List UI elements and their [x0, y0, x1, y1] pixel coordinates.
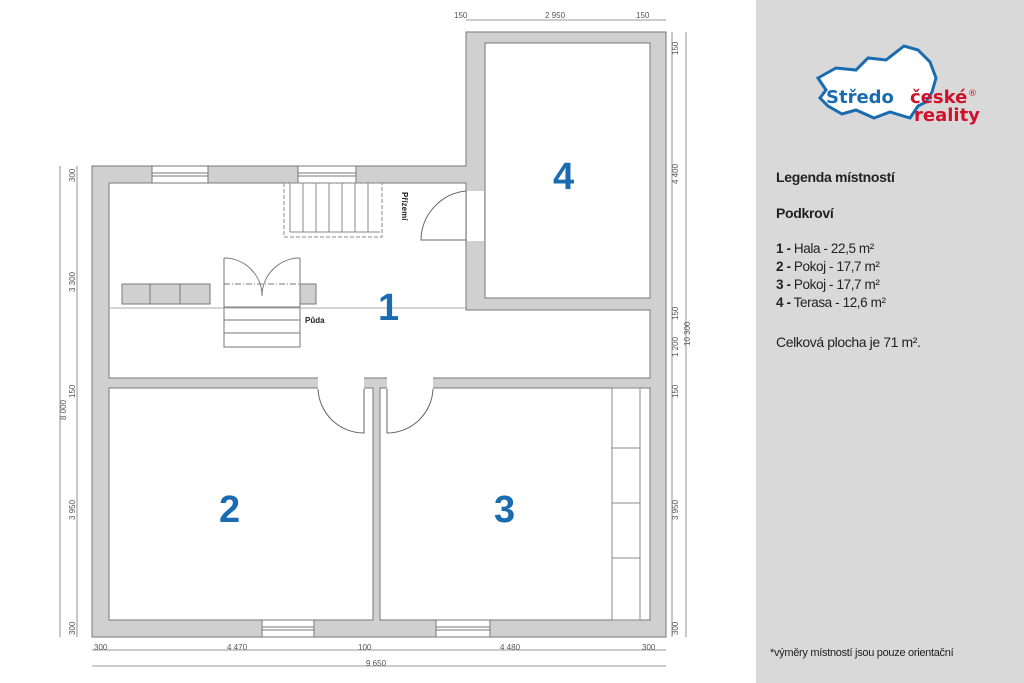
- dim-left-2: 150: [68, 384, 77, 398]
- floor-plan: Přízemí Půda 1 2 3 4 150 2 950 150 300 3…: [59, 11, 692, 668]
- logo-text-ceske: české: [910, 87, 967, 108]
- room-2: [108, 387, 374, 621]
- room-num: 1 -: [776, 241, 791, 256]
- room-text: Terasa - 12,6 m²: [793, 295, 886, 310]
- room-1-hall: [108, 182, 651, 379]
- windows: [151, 165, 491, 638]
- dim-bottom-4: 300: [642, 643, 656, 652]
- room-text: Pokoj - 17,7 m²: [793, 259, 880, 274]
- dim-right-4: 150: [671, 384, 680, 398]
- dim-top-1: 2 950: [545, 11, 566, 20]
- dim-bottom-2: 100: [358, 643, 372, 652]
- dim-left-4: 300: [68, 621, 77, 635]
- room-3: [379, 387, 651, 621]
- dim-right-6: 300: [671, 621, 680, 635]
- legend-room-2: 2 - Pokoj - 17,7 m²: [776, 259, 880, 274]
- room-num: 3 -: [776, 277, 791, 292]
- logo-registered: ®: [968, 89, 977, 99]
- room-text: Pokoj - 17,7 m²: [793, 277, 880, 292]
- legend-panel: Středo české ® reality Legenda místností…: [756, 0, 1024, 683]
- footnote: *výměry místností jsou pouze orientační: [770, 647, 954, 659]
- dim-right-5: 3 950: [671, 499, 680, 520]
- legend-title: Legenda místností: [776, 169, 895, 185]
- logo-text-stredo: Středo: [826, 87, 894, 108]
- doors: [317, 190, 484, 434]
- dim-right-3: 1 200: [671, 336, 680, 357]
- room-4-terrace: [484, 42, 651, 299]
- dimension-lines: [59, 19, 687, 667]
- total-area: Celková plocha je 71 m².: [776, 334, 921, 350]
- dim-bottom-total: 9 650: [366, 659, 387, 668]
- company-logo: Středo české ® reality: [815, 44, 980, 126]
- dim-top-2: 150: [636, 11, 650, 20]
- floor-name: Podkroví: [776, 205, 834, 221]
- room-num: 4 -: [776, 295, 791, 310]
- dim-right-0: 150: [671, 41, 680, 55]
- wardrobe: [611, 387, 641, 621]
- dim-right-1: 4 400: [671, 163, 680, 184]
- room-number-4: 4: [553, 156, 574, 198]
- stair-label-up: Půda: [305, 316, 325, 325]
- dim-bottom-3: 4 480: [500, 643, 521, 652]
- room-number-3: 3: [494, 489, 515, 531]
- stair-label-down: Přízemí: [400, 192, 409, 221]
- dim-right-total: 10 300: [683, 321, 692, 346]
- legend-room-4: 4 - Terasa - 12,6 m²: [776, 295, 886, 310]
- room-text: Hala - 22,5 m²: [793, 241, 874, 256]
- dim-left-0: 300: [68, 168, 77, 182]
- staircase-down: [283, 182, 383, 238]
- room-number-2: 2: [219, 489, 240, 531]
- room-number-1: 1: [378, 287, 399, 329]
- dim-bottom-0: 300: [94, 643, 108, 652]
- room-num: 2 -: [776, 259, 791, 274]
- dim-bottom-1: 4 470: [227, 643, 248, 652]
- legend-room-1: 1 - Hala - 22,5 m²: [776, 241, 874, 256]
- dim-left-3: 3 950: [68, 499, 77, 520]
- logo-text-reality: reality: [914, 105, 980, 126]
- legend-room-3: 3 - Pokoj - 17,7 m²: [776, 277, 880, 292]
- dim-right-2: 150: [671, 306, 680, 320]
- dim-top-0: 150: [454, 11, 468, 20]
- dim-left-total: 8 000: [59, 399, 68, 420]
- attic-ladder: [109, 257, 466, 348]
- dim-left-1: 3 300: [68, 271, 77, 292]
